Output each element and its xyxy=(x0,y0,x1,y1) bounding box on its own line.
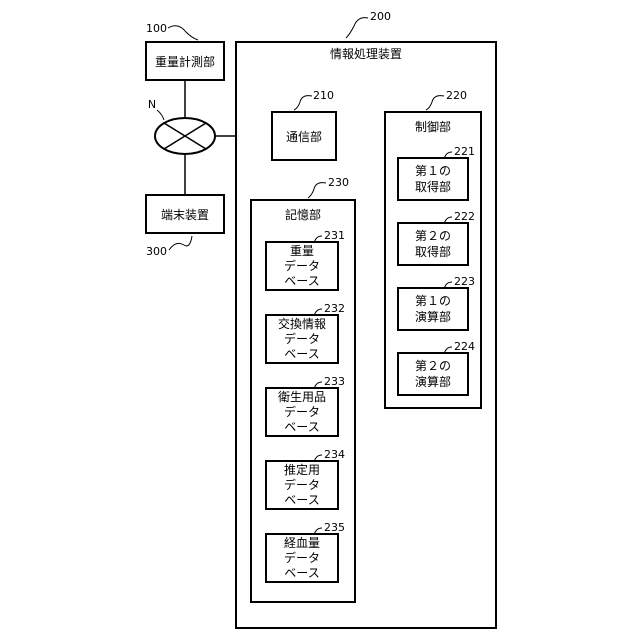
weight-meter-label: 重量計測部 xyxy=(155,54,215,69)
storage-unit-label: 記憶部 xyxy=(285,207,321,222)
storage-unit-item-label: ベース xyxy=(284,566,319,580)
control-unit-item-label: 第２の xyxy=(415,359,451,373)
storage-unit-item-label: 推定用 xyxy=(284,462,320,477)
storage-unit-item-label: データ xyxy=(284,404,320,419)
control-unit-item-ref: 222 xyxy=(454,210,475,223)
weight-meter-block: 重量計測部 xyxy=(146,42,224,80)
info-device-ref: 200 xyxy=(346,10,391,38)
control-unit-label: 制御部 xyxy=(415,119,451,134)
storage-unit-item-label: 経血量 xyxy=(284,536,320,550)
network-node xyxy=(155,118,215,154)
control-unit-item-label: 演算部 xyxy=(415,309,451,324)
svg-text:230: 230 xyxy=(328,176,349,189)
storage-unit-item-label: ベース xyxy=(284,274,319,288)
storage-unit-item-label: データ xyxy=(284,331,320,346)
control-unit-item-label: 第２の xyxy=(415,229,451,243)
svg-text:200: 200 xyxy=(370,10,391,23)
terminal-ref: 300 xyxy=(146,236,192,258)
storage-unit-item-label: データ xyxy=(284,550,320,565)
storage-unit-item-label: データ xyxy=(284,258,320,273)
storage-unit-item-label: 衛生用品 xyxy=(278,390,326,404)
terminal-label: 端末装置 xyxy=(161,208,209,222)
storage-unit-item-label: ベース xyxy=(284,420,319,434)
storage-unit-item-ref: 234 xyxy=(324,448,345,461)
control-unit-item-label: 第１の xyxy=(415,294,451,308)
control-unit-item-label: 取得部 xyxy=(415,179,451,194)
storage-unit-item-label: ベース xyxy=(284,493,319,507)
storage-unit-item-label: 交換情報 xyxy=(278,316,326,331)
leader-line xyxy=(157,110,164,120)
control-unit-item-ref: 224 xyxy=(454,340,475,353)
storage-unit-item-ref: 231 xyxy=(324,229,345,242)
svg-text:300: 300 xyxy=(146,245,167,258)
storage-unit-item-label: 重量 xyxy=(290,244,314,258)
storage-unit-item-ref: 232 xyxy=(324,302,345,315)
control-unit-item-label: 演算部 xyxy=(415,374,451,389)
control-unit-item-label: 第１の xyxy=(415,164,451,178)
communication-unit: 通信部 xyxy=(272,112,336,160)
terminal-block: 端末装置 xyxy=(146,195,224,233)
storage-unit-item-label: データ xyxy=(284,477,320,492)
svg-text:210: 210 xyxy=(313,89,334,102)
svg-text:N: N xyxy=(148,98,156,111)
control-unit-item-ref: 223 xyxy=(454,275,475,288)
svg-text:100: 100 xyxy=(146,22,167,35)
weight-meter-ref: 100 xyxy=(146,22,198,40)
storage-unit-item-label: ベース xyxy=(284,347,319,361)
network-ref: N xyxy=(148,98,164,120)
leader-line xyxy=(346,18,368,38)
leader-line xyxy=(168,26,198,40)
control-unit-item-label: 取得部 xyxy=(415,244,451,259)
storage-unit-item-ref: 233 xyxy=(324,375,345,388)
leader-line xyxy=(169,236,192,250)
storage-unit-item-ref: 235 xyxy=(324,521,345,534)
comm-unit-label: 通信部 xyxy=(286,129,322,144)
control-unit-item-ref: 221 xyxy=(454,145,475,158)
info-device-label: 情報処理装置 xyxy=(330,47,402,61)
svg-text:220: 220 xyxy=(446,89,467,102)
